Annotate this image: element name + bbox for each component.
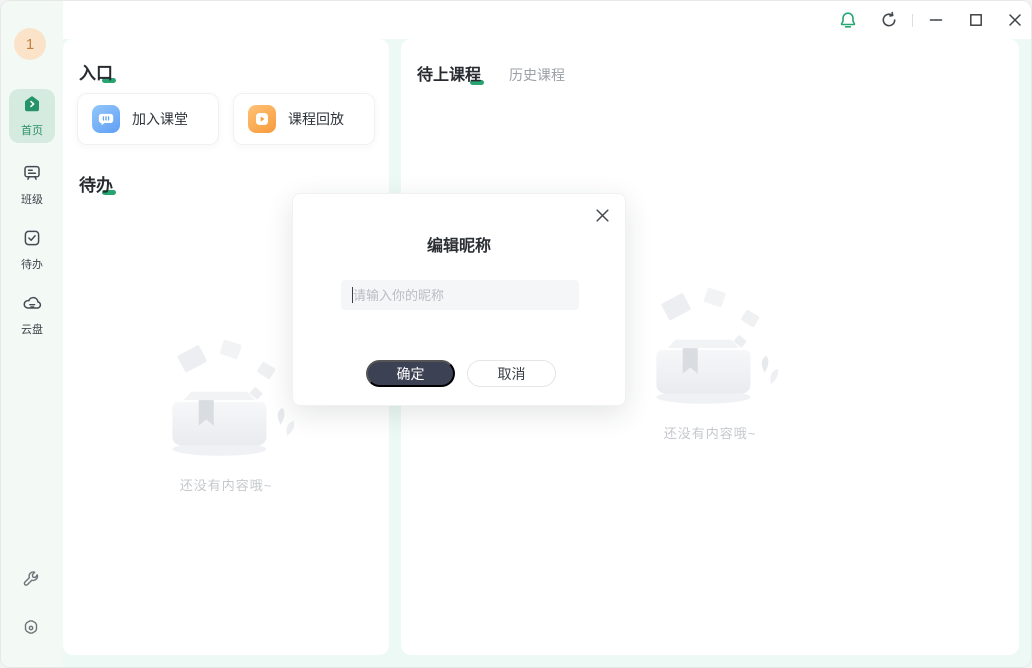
join-class-card[interactable]: 加入课堂 (77, 93, 219, 145)
nickname-field-wrap (341, 280, 579, 310)
dialog-title: 编辑昵称 (426, 238, 491, 255)
notification-bell-icon[interactable] (834, 1, 862, 39)
courses-tabs: 待上课程 历史课程 (417, 61, 565, 85)
wrench-icon[interactable] (21, 570, 41, 595)
empty-box-illustration (656, 287, 779, 404)
empty-box-illustration (172, 339, 295, 456)
edit-nickname-dialog: 编辑昵称 确定 取消 (292, 193, 626, 406)
tab-upcoming-courses[interactable]: 待上课程 (417, 61, 485, 85)
course-replay-card[interactable]: 课程回放 (233, 93, 375, 145)
sidebar-item-cloud[interactable]: 云盘 (9, 293, 55, 337)
join-class-label: 加入课堂 (132, 111, 188, 127)
class-icon (22, 163, 42, 188)
cancel-button[interactable]: 取消 (467, 360, 556, 387)
sidebar-item-home[interactable]: 首页 (9, 89, 55, 143)
sidebar-item-todo[interactable]: 待办 (9, 228, 55, 272)
avatar[interactable]: 1 (14, 28, 46, 60)
sidebar-item-label: 首页 (21, 125, 43, 137)
tab-history-courses[interactable]: 历史课程 (509, 67, 566, 83)
maximize-icon[interactable] (962, 1, 990, 39)
text-caret (352, 287, 353, 303)
todo-icon (22, 228, 42, 253)
dialog-close-icon[interactable] (592, 205, 612, 225)
course-replay-label: 课程回放 (288, 111, 344, 127)
confirm-button[interactable]: 确定 (366, 360, 455, 387)
todo-empty-state: 还没有内容哦~ (146, 339, 306, 494)
sidebar-item-label: 云盘 (21, 324, 43, 336)
titlebar-divider (912, 14, 913, 27)
empty-text: 还没有内容哦~ (179, 478, 273, 493)
title-bar (63, 1, 1031, 39)
todo-section-title: 待办 (79, 171, 116, 196)
entry-section-title: 入口 (79, 59, 116, 84)
settings-icon[interactable] (21, 618, 41, 643)
minimize-icon[interactable] (922, 1, 950, 39)
nickname-input[interactable] (341, 280, 579, 310)
empty-text: 还没有内容哦~ (663, 426, 757, 441)
sidebar-item-class[interactable]: 班级 (9, 163, 55, 207)
sidebar-item-label: 班级 (21, 194, 43, 206)
courses-empty-state: 还没有内容哦~ (630, 287, 790, 442)
cloud-icon (22, 293, 42, 318)
home-icon (22, 94, 42, 119)
course-replay-icon (248, 105, 276, 133)
sidebar: 1 首页 班级 (1, 1, 63, 667)
close-icon[interactable] (1001, 1, 1029, 39)
refresh-icon[interactable] (875, 1, 903, 39)
join-class-icon (92, 105, 120, 133)
sidebar-item-label: 待办 (21, 259, 43, 271)
